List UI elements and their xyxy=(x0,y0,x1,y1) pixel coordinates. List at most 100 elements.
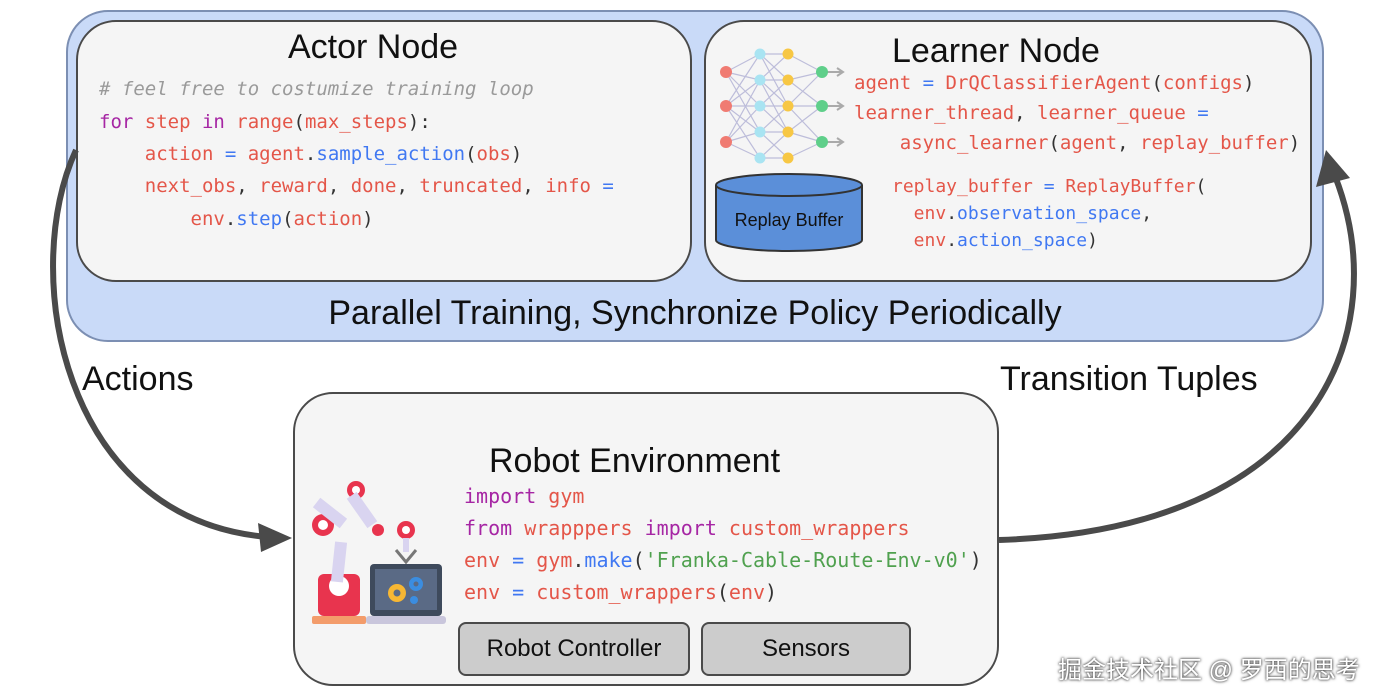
code-line: env = gym.make('Franka-Cable-Route-Env-v… xyxy=(464,550,982,570)
code-token: ) xyxy=(1087,230,1098,251)
code-token: sample_action xyxy=(316,143,466,165)
code-token: ( xyxy=(632,548,645,572)
code-token: ) xyxy=(969,548,982,572)
code-token: in xyxy=(201,111,225,133)
code-line: action = agent.sample_action(obs) xyxy=(99,143,523,165)
code-token: learner_queue xyxy=(1037,102,1186,124)
code-token: = xyxy=(500,580,537,604)
code-token: make xyxy=(584,548,633,572)
replay-buffer-label: Replay Buffer xyxy=(734,210,844,230)
transitions-arrowhead xyxy=(1316,150,1350,187)
code-token: custom_wrappers xyxy=(536,580,717,604)
code-token: . xyxy=(572,548,585,572)
code-token: action_space xyxy=(957,230,1088,251)
code-token: ReplayBuffer xyxy=(1065,176,1196,197)
code-line: for step in range(max_steps): xyxy=(99,113,431,132)
code-token: = xyxy=(500,548,537,572)
parallel-training-label: Parallel Training, Synchronize Policy Pe… xyxy=(328,294,1062,332)
actions-arrow xyxy=(50,148,269,540)
code-token: done xyxy=(350,175,397,197)
code-token: ( xyxy=(465,143,477,165)
code-line: next_obs, reward, done, truncated, info … xyxy=(99,177,614,196)
code-token: DrQClassifierAgent xyxy=(945,72,1152,94)
code-token: env xyxy=(728,580,766,604)
actions-label: Actions xyxy=(82,360,194,398)
code-token: ): xyxy=(407,111,431,133)
code-token: env xyxy=(464,548,501,572)
code-token: from xyxy=(464,516,513,540)
code-token: action xyxy=(99,143,214,165)
code-token: ( xyxy=(1151,72,1163,94)
code-token: env xyxy=(464,580,501,604)
code-token: observation_space xyxy=(957,203,1142,224)
code-token: agent xyxy=(247,143,305,165)
code-token: , xyxy=(327,175,351,197)
code-line: async_learner(agent, replay_buffer) xyxy=(854,134,1300,153)
learner-node-title: Learner Node xyxy=(892,32,1100,70)
sensors-label: Sensors xyxy=(761,635,851,662)
code-token: obs xyxy=(476,143,511,165)
robot-arm-icon xyxy=(312,481,384,624)
code-token: , xyxy=(1141,203,1153,224)
code-token: , xyxy=(396,175,420,197)
code-token: info xyxy=(545,175,591,197)
laptop-gears-icon xyxy=(366,521,446,624)
watermark: 掘金技术社区 @ 罗西的思考 xyxy=(1058,657,1360,684)
code-line: env = custom_wrappers(env) xyxy=(464,582,777,602)
code-token: env xyxy=(892,230,947,251)
code-line: from wrapppers import custom_wrappers xyxy=(464,518,910,538)
code-token: # feel free to costumize training loop xyxy=(99,78,534,100)
robot-controller-label: Robot Controller xyxy=(486,635,662,662)
replay-buffer-cylinder xyxy=(715,173,863,252)
code-token: ) xyxy=(362,208,374,230)
code-token: = xyxy=(911,72,946,94)
robot-environment-title: Robot Environment xyxy=(489,442,781,480)
code-line: env.observation_space, xyxy=(892,205,1152,223)
code-token: env xyxy=(99,208,225,230)
code-token: agent xyxy=(1059,132,1118,154)
code-token: action xyxy=(293,208,363,230)
code-token: replay_buffer xyxy=(892,176,1033,197)
code-token: ) xyxy=(1242,72,1255,94)
code-line: env.step(action) xyxy=(99,210,374,229)
code-token: async_learner xyxy=(854,132,1049,154)
code-token: wrapppers xyxy=(512,516,645,540)
code-token: ) xyxy=(510,143,523,165)
robot-controller-box: Robot Controller xyxy=(458,622,690,676)
code-token: ) xyxy=(1288,132,1301,154)
transitions-arrow xyxy=(998,174,1357,543)
code-token: agent xyxy=(854,72,912,94)
code-token: truncated xyxy=(419,175,523,197)
code-token: configs xyxy=(1162,72,1243,94)
code-token: ) xyxy=(765,580,778,604)
code-token: step xyxy=(236,208,283,230)
transitions-label: Transition Tuples xyxy=(1000,360,1258,398)
code-token: custom_wrappers xyxy=(716,516,910,540)
code-token: = xyxy=(590,175,614,197)
code-line: learner_thread, learner_queue = xyxy=(854,104,1209,123)
actor-node xyxy=(76,20,692,282)
code-token: env xyxy=(892,203,947,224)
code-token: import xyxy=(644,516,717,540)
code-token: = xyxy=(213,143,248,165)
code-token: ( xyxy=(293,111,305,133)
sensors-box: Sensors xyxy=(701,622,911,676)
code-token: . xyxy=(224,208,237,230)
actor-node-title: Actor Node xyxy=(288,28,459,66)
code-token: gym xyxy=(536,548,573,572)
code-token: . xyxy=(304,143,317,165)
code-token: reward xyxy=(259,175,328,197)
code-token: , xyxy=(1117,132,1141,154)
code-token: ( xyxy=(282,208,294,230)
code-line: # feel free to costumize training loop xyxy=(99,80,534,99)
code-line: replay_buffer = ReplayBuffer( xyxy=(892,178,1206,196)
code-token: replay_buffer xyxy=(1140,132,1289,154)
code-token: for xyxy=(99,111,134,133)
code-token: ( xyxy=(1195,176,1207,197)
code-token: , xyxy=(236,175,260,197)
actions-arrowhead xyxy=(258,523,292,552)
code-token: step xyxy=(133,111,202,133)
code-line: import gym xyxy=(464,486,584,506)
code-token: import xyxy=(464,484,537,508)
